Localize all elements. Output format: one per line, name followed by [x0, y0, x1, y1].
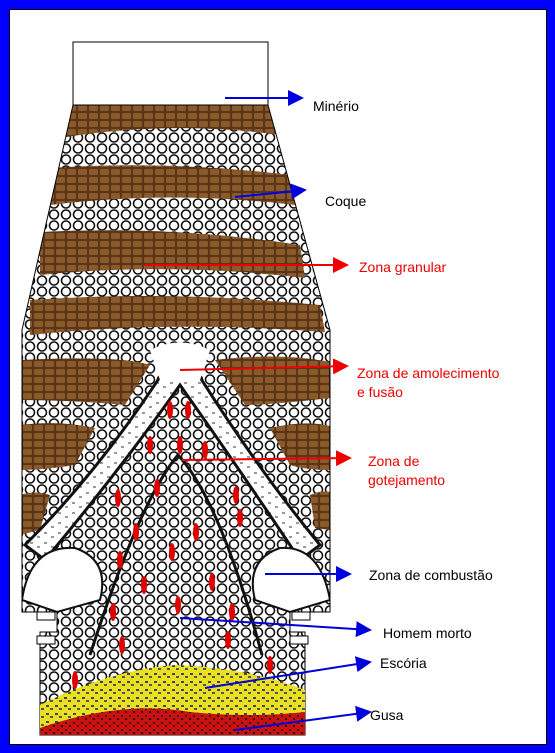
tuyere-left-lower [37, 636, 55, 644]
tuyere-left-upper [37, 612, 55, 620]
label-zona-amolecimento-line2: e fusão [357, 384, 403, 400]
label-zona-gotejamento-line1: Zona de [368, 453, 420, 469]
tuyere-right-upper [292, 612, 310, 620]
label-zona-amolecimento-line1: Zona de amolecimento [357, 365, 500, 381]
furnace-throat [73, 42, 268, 105]
label-coque: Coque [325, 193, 366, 209]
label-zona-combustao: Zona de combustão [369, 567, 493, 583]
label-gusa: Gusa [370, 707, 404, 723]
tuyere-right-lower [290, 636, 308, 644]
label-minerio: Minério [313, 98, 359, 114]
label-zona-granular: Zona granular [359, 259, 447, 275]
label-homem-morto: Homem morto [383, 625, 472, 641]
label-escoria: Escória [380, 655, 427, 671]
furnace-burden [0, 100, 360, 750]
label-zona-gotejamento-line2: gotejamento [368, 472, 445, 488]
